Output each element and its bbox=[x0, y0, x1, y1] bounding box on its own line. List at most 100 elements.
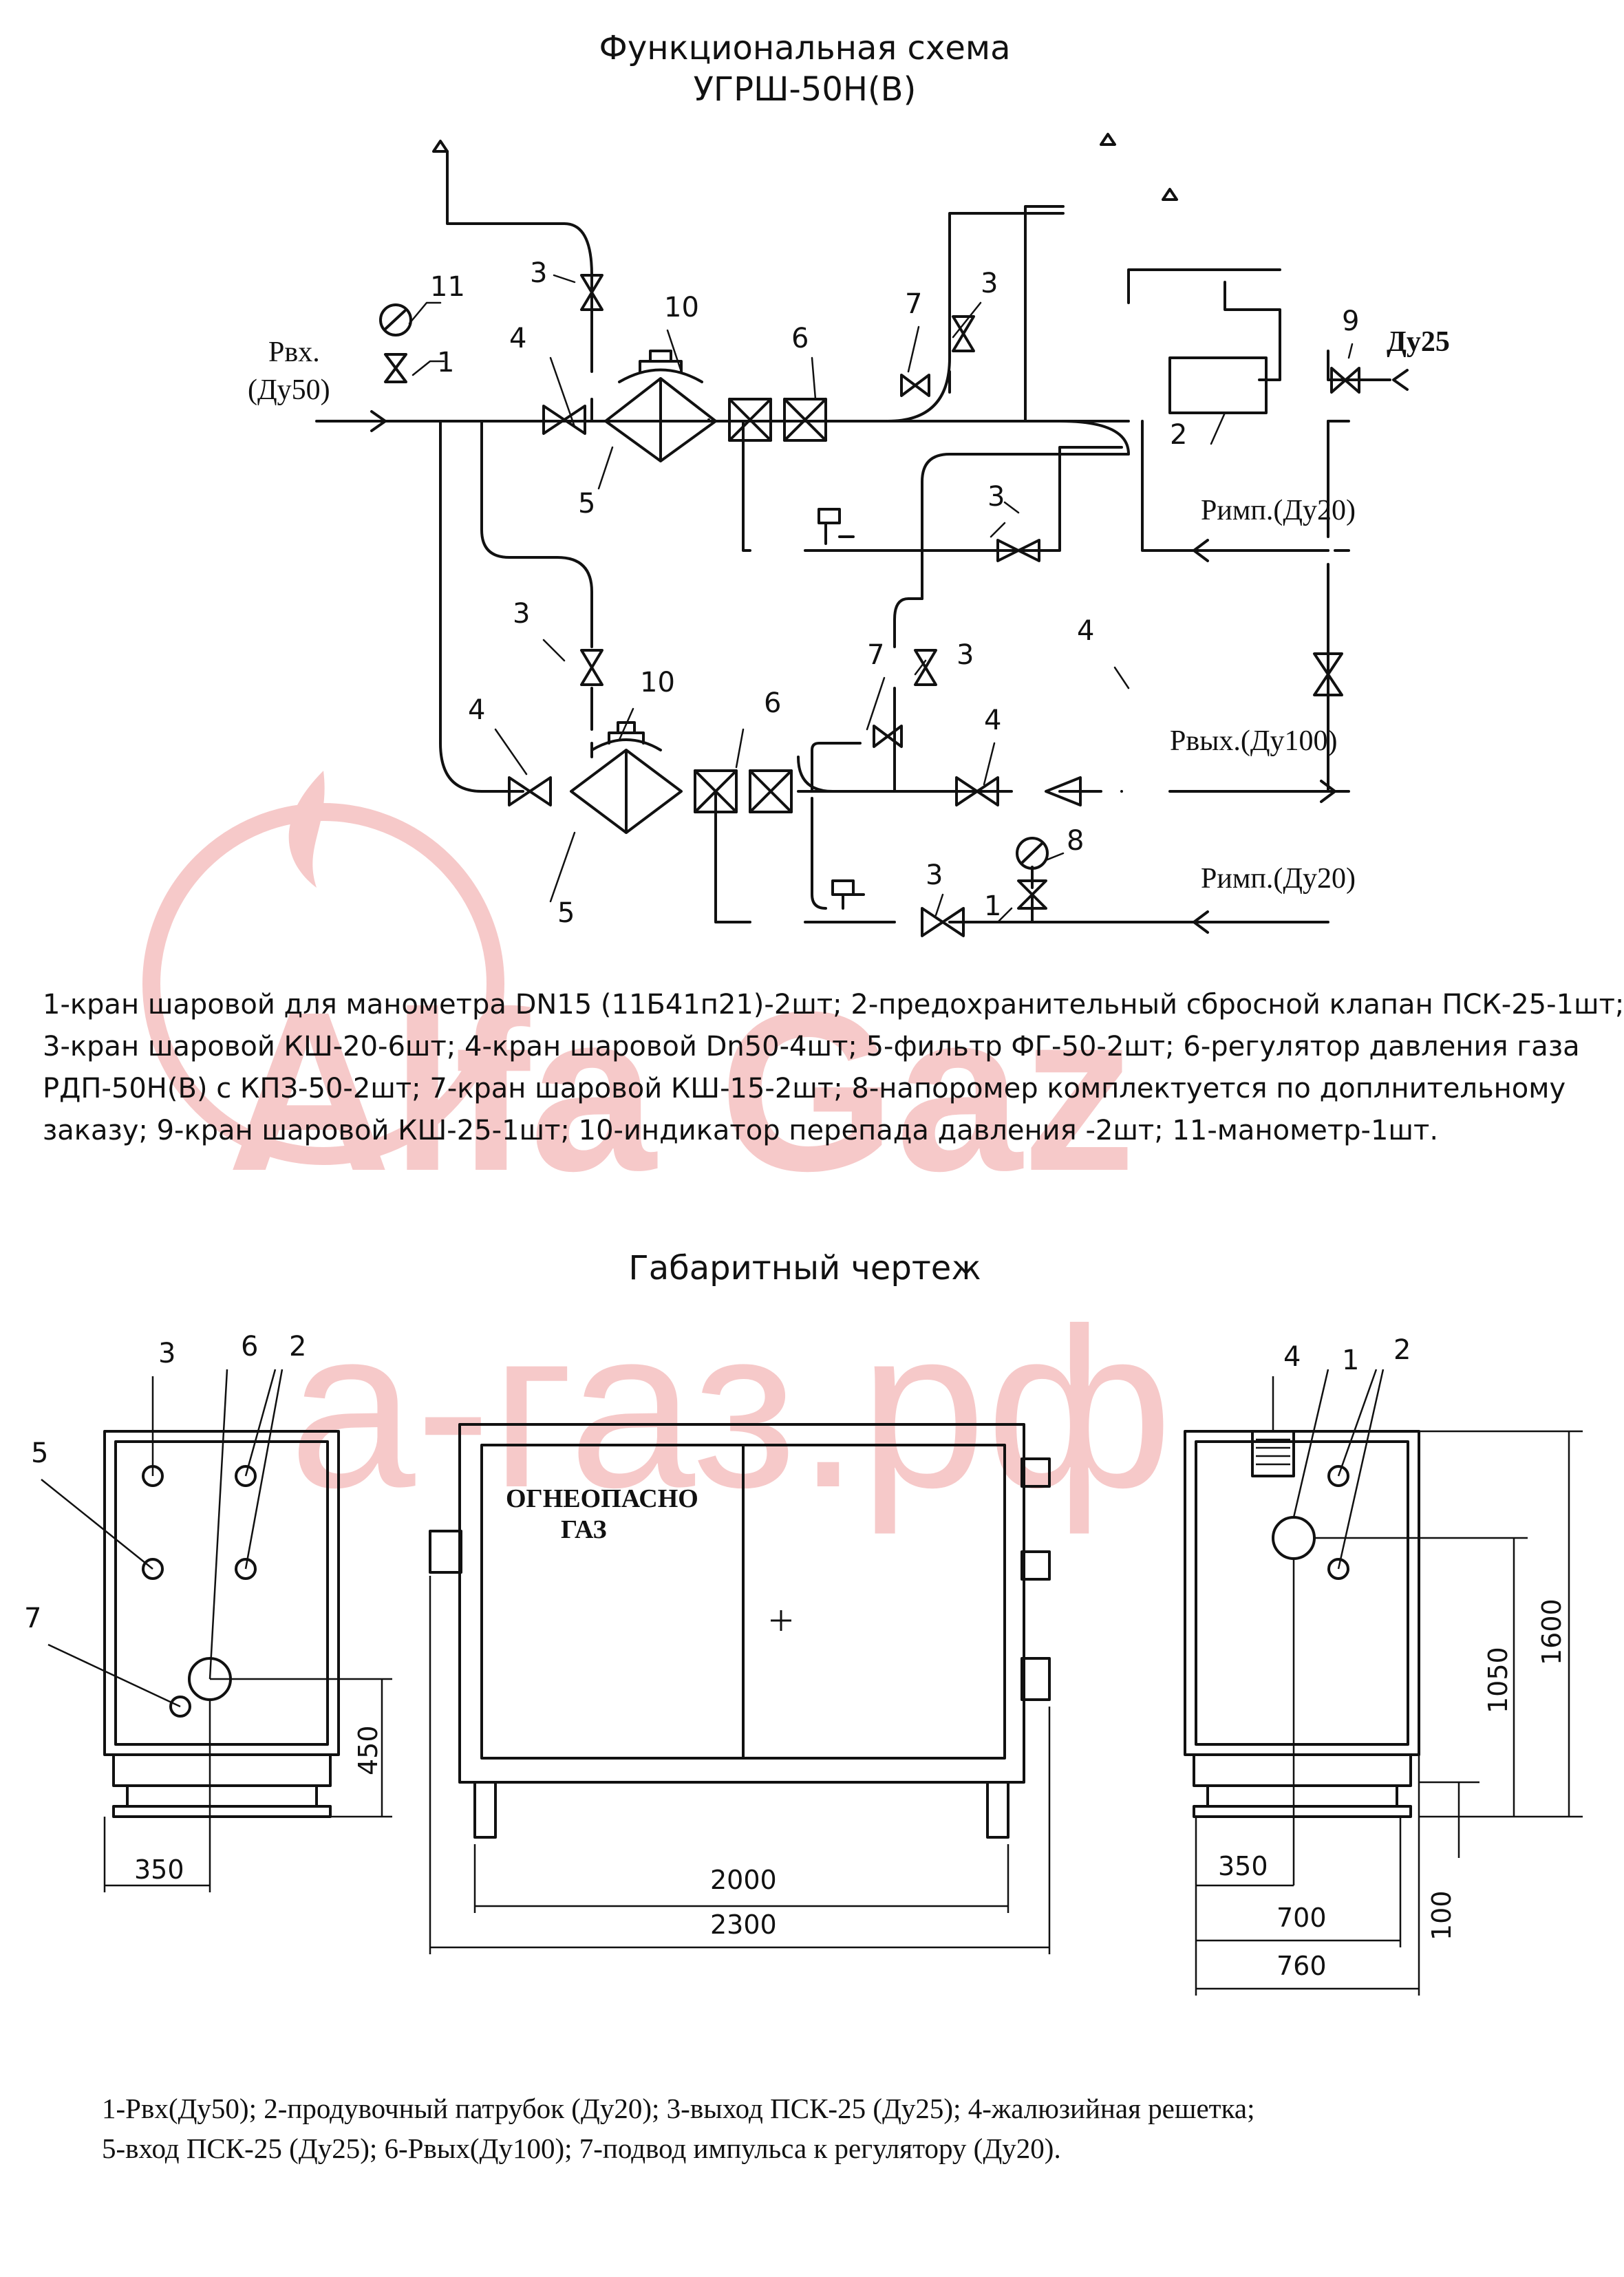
valve-4-bottom bbox=[508, 776, 552, 806]
door-text-line2: ГАЗ bbox=[561, 1515, 607, 1544]
drawing-title: Габаритный чертеж bbox=[628, 1249, 981, 1287]
filter-5-top bbox=[604, 377, 717, 462]
dim-2300: 2300 bbox=[710, 1910, 777, 1940]
scheme-legend-line: 1-кран шаровой для манометра DN15 (11Б41… bbox=[43, 989, 1624, 1020]
valve-9 bbox=[1330, 367, 1360, 394]
callout-5-left: 5 bbox=[31, 1437, 48, 1469]
num-3-bottom-right: 3 bbox=[957, 639, 974, 671]
louver-grille bbox=[1251, 1430, 1295, 1477]
indicator-10-top bbox=[618, 350, 703, 383]
scheme-legend-line: РДП-50Н(В) с КПЗ-50-2шт; 7-кран шаровой … bbox=[43, 1073, 1566, 1104]
valve-3-b bbox=[952, 315, 975, 352]
callout-1-right: 1 bbox=[1342, 1345, 1359, 1376]
regulator-6-bottom-a bbox=[694, 769, 738, 813]
dim-760: 760 bbox=[1276, 1951, 1327, 1981]
num-5-bottom: 5 bbox=[557, 897, 575, 929]
num-4-bottom: 4 bbox=[468, 694, 485, 726]
num-7-top: 7 bbox=[905, 288, 922, 320]
num-11: 11 bbox=[430, 271, 465, 303]
scheme-symbols bbox=[379, 274, 1360, 937]
drawing-legend: 1-Рвх(Ду50); 2-продувочный патрубок (Ду2… bbox=[102, 2088, 1254, 2168]
valve-7-top bbox=[900, 374, 930, 397]
regulator-6-bottom-b bbox=[749, 769, 793, 813]
label-dn25: Ду25 bbox=[1387, 326, 1450, 358]
dim-350-left: 350 bbox=[134, 1854, 184, 1885]
valve-3-a bbox=[580, 274, 603, 311]
num-4-outlet: 4 bbox=[984, 705, 1001, 736]
scheme-title-line2: УГРШ-50Н(В) bbox=[693, 70, 917, 109]
scheme-legend-line: заказу; 9-кран шаровой КШ-25-1шт; 10-инд… bbox=[43, 1115, 1439, 1146]
callout-7-left: 7 bbox=[24, 1603, 41, 1634]
num-3-bottom-left: 3 bbox=[513, 598, 530, 630]
valve-3-e bbox=[914, 649, 937, 686]
valve-3-d bbox=[580, 649, 603, 686]
num-10-top: 10 bbox=[664, 292, 699, 323]
scheme-title-line1: Функциональная схема bbox=[599, 29, 1011, 67]
relief-valve-2 bbox=[1168, 356, 1268, 414]
dim-700: 700 bbox=[1276, 1903, 1327, 1933]
num-9: 9 bbox=[1342, 306, 1359, 337]
valve-7-bottom bbox=[873, 725, 903, 748]
side-view-left bbox=[41, 1369, 392, 1892]
manometer-8 bbox=[1016, 837, 1049, 870]
front-view bbox=[429, 1423, 1051, 1954]
callout-2-right: 2 bbox=[1393, 1334, 1411, 1366]
num-6-bottom: 6 bbox=[764, 687, 781, 719]
label-imp-top: Римп.(Ду20) bbox=[1201, 495, 1356, 526]
drawing-legend-line: 5-вход ПСК-25 (Ду25); 6-Рвых(Ду100); 7-п… bbox=[102, 2132, 1061, 2164]
label-inlet: Рвх. bbox=[268, 336, 320, 368]
callout-6-left: 6 bbox=[241, 1331, 258, 1362]
dim-450: 450 bbox=[353, 1725, 383, 1775]
num-7-bottom: 7 bbox=[867, 639, 884, 671]
watermark-text-upper: Аlfa Gaz bbox=[227, 964, 1135, 1218]
regulator-6-top-a bbox=[728, 398, 772, 442]
valve-3-f bbox=[921, 907, 965, 937]
num-8: 8 bbox=[1067, 825, 1084, 857]
num-1-top: 1 bbox=[437, 347, 454, 378]
dim-2000: 2000 bbox=[710, 1865, 777, 1895]
scheme-text: Рвх. (Ду50) Ду25 Римп.(Ду20) Рвых.(Ду100… bbox=[248, 257, 1450, 929]
side-view-right bbox=[1184, 1369, 1583, 1996]
num-3-top-left: 3 bbox=[530, 257, 547, 289]
drawing-legend-line: 1-Рвх(Ду50); 2-продувочный патрубок (Ду2… bbox=[102, 2093, 1255, 2124]
callout-4-right: 4 bbox=[1283, 1341, 1301, 1373]
watermark-text-lower: а-газ.рф bbox=[289, 1281, 1173, 1536]
drawing-text: ОГНЕОПАСНО ГАЗ 3 6 2 5 7 4 1 2 350 2000 … bbox=[24, 1331, 1567, 1981]
callout-3-left: 3 bbox=[158, 1338, 175, 1369]
check-valve bbox=[1045, 776, 1082, 806]
dim-350-right: 350 bbox=[1218, 1851, 1268, 1881]
dim-100: 100 bbox=[1427, 1890, 1457, 1941]
watermark-circle bbox=[142, 803, 504, 1165]
num-1-bottom: 1 bbox=[984, 890, 1001, 922]
num-3-imp: 3 bbox=[987, 481, 1005, 513]
callout-2-left: 2 bbox=[289, 1331, 306, 1362]
manometer-11 bbox=[379, 303, 412, 336]
label-inlet-dn: (Ду50) bbox=[248, 374, 330, 406]
regulator-6-top-b bbox=[783, 398, 827, 442]
scheme-pipes bbox=[315, 150, 1391, 923]
filter-5-bottom bbox=[570, 749, 683, 834]
label-imp-bottom: Римп.(Ду20) bbox=[1201, 863, 1356, 895]
num-4-top: 4 bbox=[509, 323, 526, 354]
num-3-top-right: 3 bbox=[981, 268, 998, 299]
valve-4-top bbox=[542, 405, 586, 435]
num-10-bottom: 10 bbox=[640, 667, 675, 698]
dim-1050: 1050 bbox=[1483, 1647, 1513, 1713]
plug-symbols bbox=[818, 508, 865, 910]
valve-1-top bbox=[384, 353, 407, 383]
num-6-top: 6 bbox=[791, 323, 809, 354]
num-2: 2 bbox=[1170, 419, 1187, 451]
valve-4-bypass bbox=[1313, 652, 1343, 696]
dim-1600: 1600 bbox=[1537, 1599, 1567, 1665]
num-3-imp-bottom: 3 bbox=[926, 859, 943, 891]
door-text-line1: ОГНЕОПАСНО bbox=[506, 1484, 698, 1513]
valve-1-bottom bbox=[1017, 879, 1047, 910]
scheme-legend: 1-кран шаровой для манометра DN15 (11Б41… bbox=[43, 984, 1624, 1152]
label-outlet: Рвых.(Ду100) bbox=[1170, 725, 1338, 757]
valve-3-c bbox=[996, 539, 1040, 562]
scheme-arrows bbox=[370, 133, 1409, 934]
watermark-flame-icon bbox=[288, 771, 325, 888]
